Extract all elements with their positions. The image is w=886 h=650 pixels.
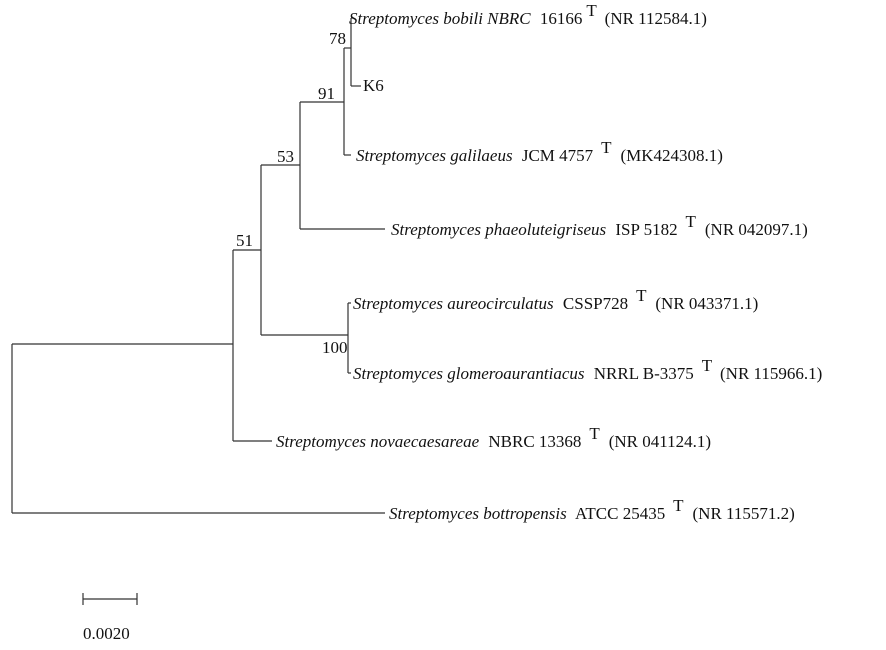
scale-bar: 0.0020 <box>82 593 138 643</box>
taxon-accession: (NR 041124.1) <box>609 432 711 451</box>
scale-bar-label: 0.0020 <box>83 624 130 643</box>
type-strain-mark: T <box>586 1 597 20</box>
taxon-label-bobili: Streptomyces bobili NBRC 16166 T (NR 112… <box>349 1 707 28</box>
type-strain-mark: T <box>673 496 684 515</box>
taxon-accession: (NR 043371.1) <box>655 294 758 313</box>
taxon-strain: JCM 4757 <box>522 146 594 165</box>
taxon-label-aureocirculatus: Streptomyces aureocirculatus CSSP728 T (… <box>353 286 758 313</box>
taxon-accession: (NR 115571.2) <box>693 504 795 523</box>
taxon-accession: (NR 115966.1) <box>720 364 822 383</box>
taxon-strain: 16166 <box>540 9 583 28</box>
bootstrap-value: 100 <box>322 338 348 357</box>
taxon-label-k6: K6 <box>363 76 384 95</box>
taxon-species: Streptomyces phaeoluteigriseus <box>391 220 607 239</box>
taxon-strain: ATCC 25435 <box>575 504 665 523</box>
type-strain-mark: T <box>601 138 612 157</box>
bootstrap-value: 78 <box>329 29 346 48</box>
taxon-strain: CSSP728 <box>563 294 628 313</box>
taxon-strain: NBRC 13368 <box>488 432 581 451</box>
taxon-label-galilaeus: Streptomyces galilaeus JCM 4757 T (MK424… <box>356 138 723 165</box>
taxon-labels: Streptomyces bobili NBRC 16166 T (NR 112… <box>276 1 822 523</box>
type-strain-mark: T <box>589 424 600 443</box>
taxon-species: Streptomyces bobili NBRC <box>349 9 531 28</box>
taxon-strain: ISP 5182 <box>615 220 677 239</box>
taxon-species: Streptomyces galilaeus <box>356 146 513 165</box>
type-strain-mark: T <box>702 356 713 375</box>
type-strain-mark: T <box>686 212 697 231</box>
taxon-species: Streptomyces bottropensis <box>389 504 567 523</box>
bootstrap-values: 78 91 53 51 100 <box>236 29 348 357</box>
taxon-accession: (NR 042097.1) <box>705 220 808 239</box>
taxon-species: Streptomyces aureocirculatus <box>353 294 554 313</box>
bootstrap-value: 53 <box>277 147 294 166</box>
taxon-label-glomeroaurantiacus: Streptomyces glomeroaurantiacus NRRL B-3… <box>353 356 822 383</box>
taxon-label-phaeoluteigriseus: Streptomyces phaeoluteigriseus ISP 5182 … <box>391 212 808 239</box>
taxon-accession: (NR 112584.1) <box>605 9 707 28</box>
taxon-strain: NRRL B-3375 <box>594 364 694 383</box>
taxon-species: Streptomyces glomeroaurantiacus <box>353 364 585 383</box>
tree-branches <box>11 17 385 514</box>
taxon-strain: K6 <box>363 76 384 95</box>
taxon-label-novaecaesareae: Streptomyces novaecaesareae NBRC 13368 T… <box>276 424 711 451</box>
taxon-species: Streptomyces novaecaesareae <box>276 432 480 451</box>
taxon-label-bottropensis: Streptomyces bottropensis ATCC 25435 T (… <box>389 496 795 523</box>
bootstrap-value: 91 <box>318 84 335 103</box>
taxon-accession: (MK424308.1) <box>620 146 722 165</box>
type-strain-mark: T <box>636 286 647 305</box>
bootstrap-value: 51 <box>236 231 253 250</box>
